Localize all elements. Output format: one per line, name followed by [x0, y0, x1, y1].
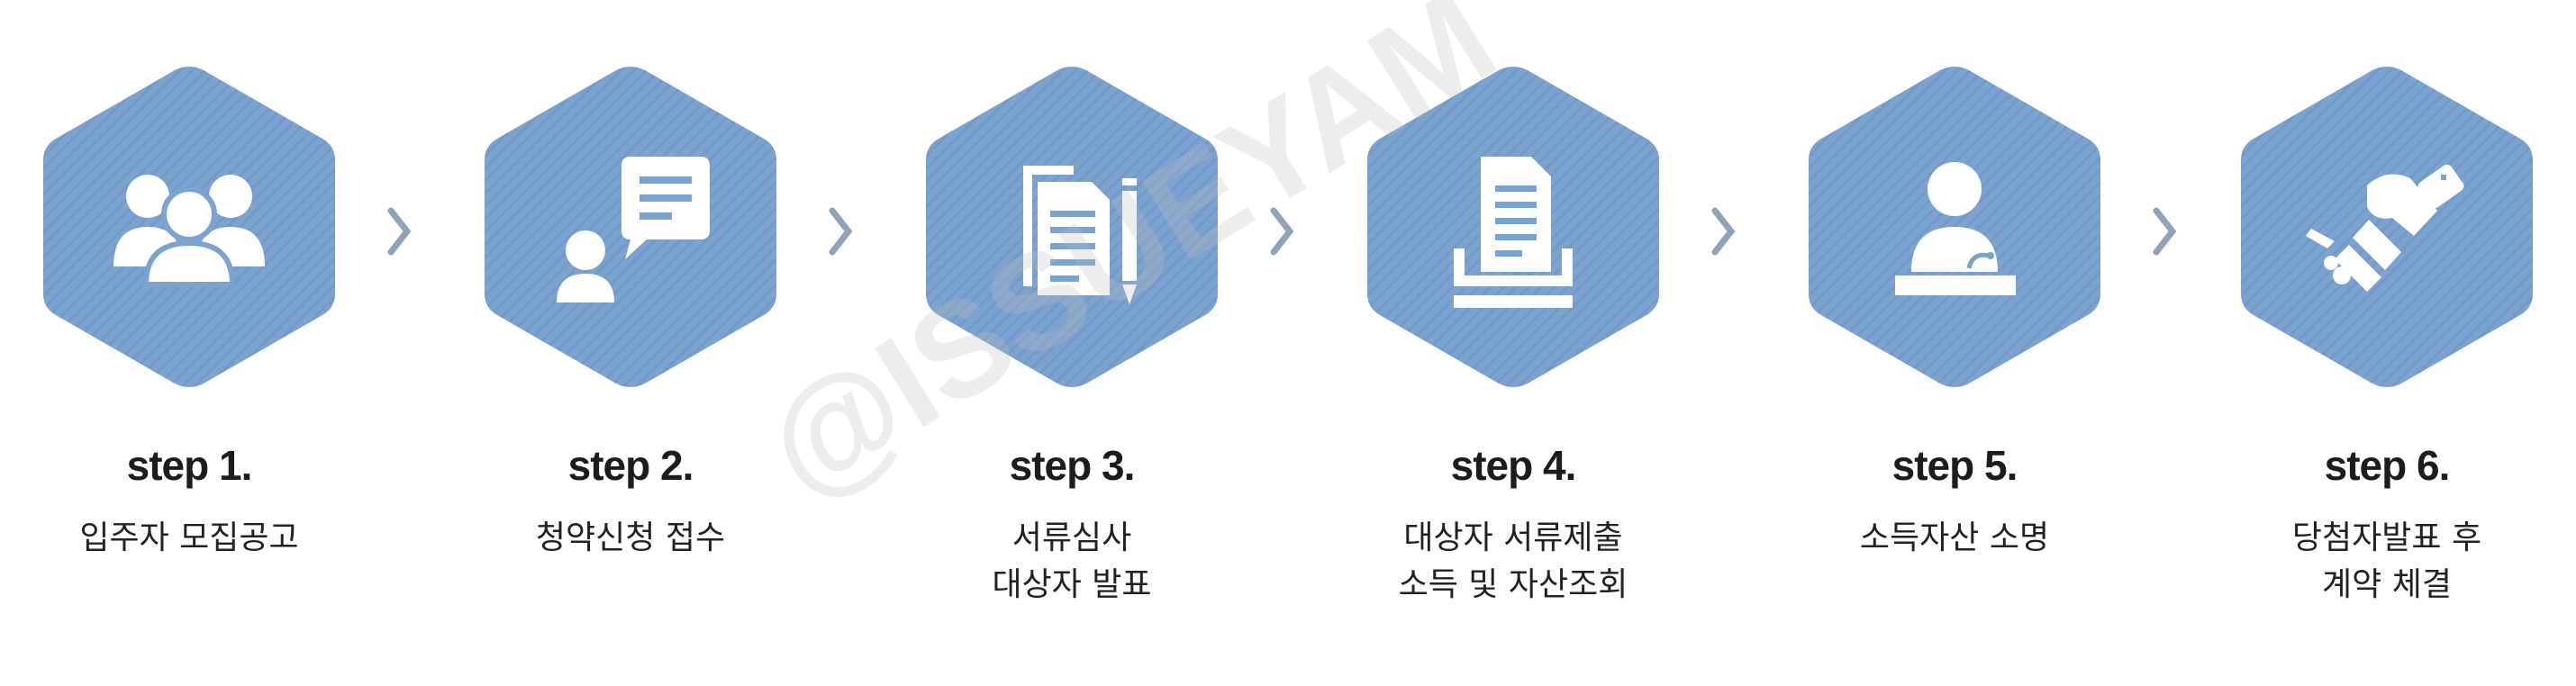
chevron-right-icon — [829, 207, 853, 256]
step-description: 소득자산 소명 — [1765, 515, 2144, 562]
step-description-line: 계약 체결 — [2322, 566, 2452, 603]
step-6: step 6. 당첨자발표 후 계약 체결 — [2198, 0, 2576, 686]
step-description: 당첨자발표 후 계약 체결 — [2198, 515, 2576, 609]
documents-pencil-icon — [1023, 166, 1137, 304]
step-description: 서류심사 대상자 발표 — [883, 515, 1261, 609]
step-description: 청약신청 접수 — [441, 515, 820, 562]
step-label: step 2. — [567, 442, 694, 489]
step-hexagon — [1360, 59, 1666, 394]
person-speech-icon — [557, 157, 710, 302]
step-label: step 4. — [1450, 442, 1577, 489]
step-description: 대상자 서류제출 소득 및 자산조회 — [1324, 515, 1702, 609]
step-4: step 4. 대상자 서류제출 소득 및 자산조회 — [1324, 0, 1702, 686]
step-description-line: 청약신청 접수 — [535, 519, 726, 556]
step-description-line: 당첨자발표 후 — [2291, 519, 2482, 556]
step-description: 입주자 모집공고 — [0, 515, 378, 562]
step-description-line: 소득 및 자산조회 — [1398, 566, 1628, 603]
people-group-icon — [113, 175, 265, 287]
step-5: step 5. 소득자산 소명 — [1765, 0, 2144, 686]
step-label: step 6. — [2324, 442, 2451, 489]
step-hexagon — [2234, 59, 2540, 394]
step-2: step 2. 청약신청 접수 — [441, 0, 820, 686]
chevron-right-icon — [387, 207, 412, 256]
step-hexagon — [36, 59, 342, 394]
step-1: step 1. 입주자 모집공고 — [0, 0, 378, 686]
handshake-icon — [2306, 164, 2464, 292]
step-label: step 1. — [126, 442, 253, 489]
step-description-line: 대상자 발표 — [992, 566, 1152, 603]
step-label: step 3. — [1009, 442, 1136, 489]
chevron-right-icon — [1711, 207, 1736, 256]
chevron-right-icon — [1270, 207, 1294, 256]
step-hexagon — [477, 59, 784, 394]
step-description-line: 소득자산 소명 — [1859, 519, 2050, 556]
chevron-right-icon — [2153, 207, 2177, 256]
person-podium-icon — [1895, 162, 2016, 295]
step-hexagon — [1801, 59, 2108, 394]
document-tray-icon — [1454, 157, 1573, 308]
step-description-line: 입주자 모집공고 — [79, 519, 299, 556]
step-3: step 3. 서류심사 대상자 발표 — [883, 0, 1261, 686]
step-label: step 5. — [1891, 442, 2018, 489]
step-description-line: 대상자 서류제출 — [1403, 519, 1623, 556]
step-description-line: 서류심사 — [1011, 519, 1132, 556]
step-hexagon — [919, 59, 1225, 394]
